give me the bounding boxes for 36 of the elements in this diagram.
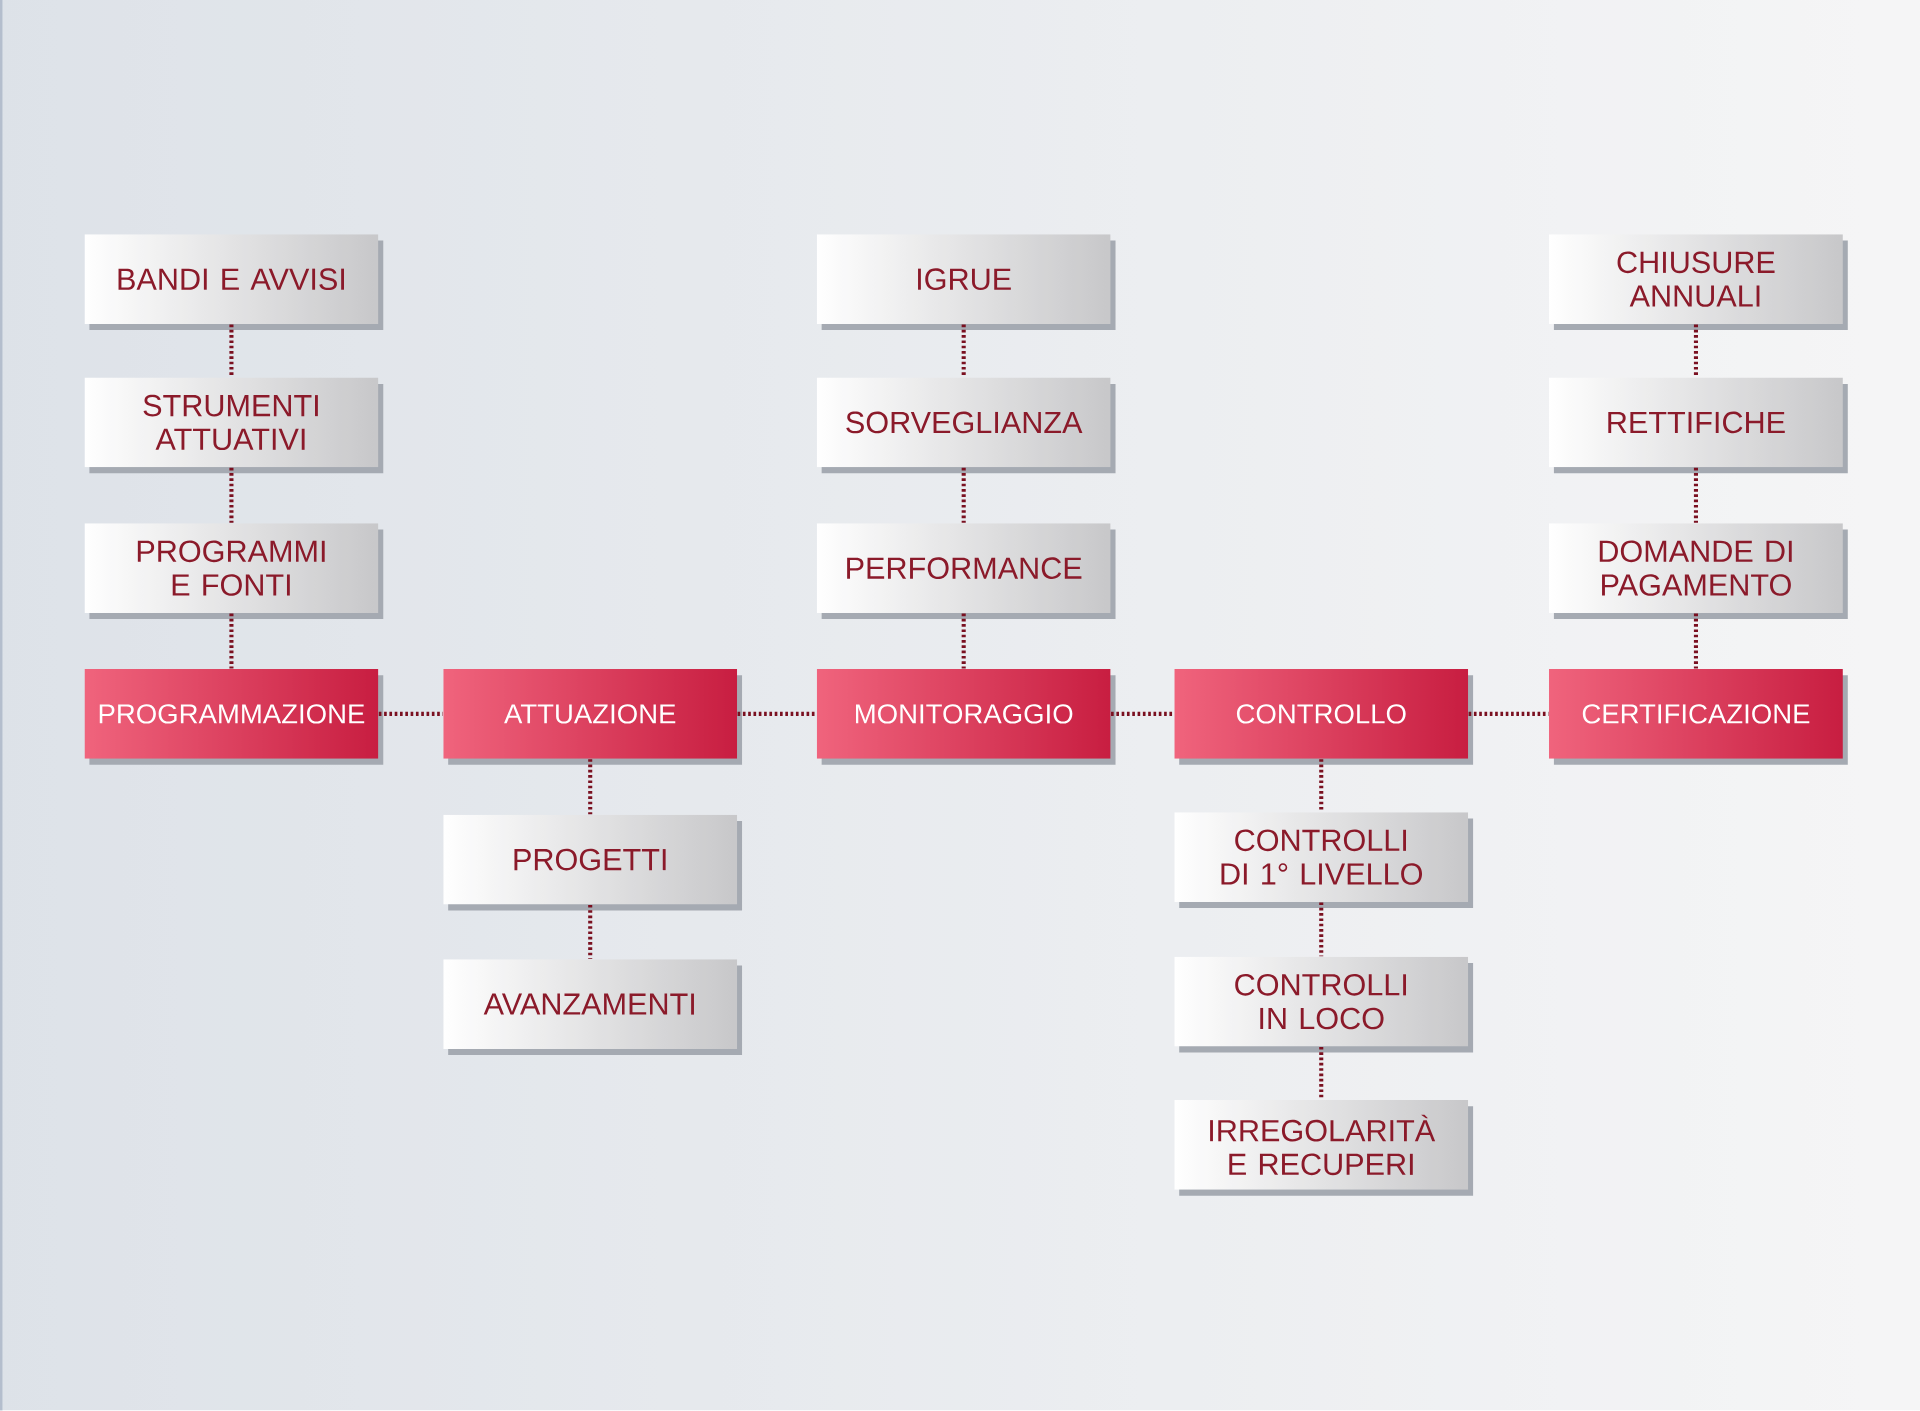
connector: [229, 613, 234, 669]
connector: [1468, 712, 1549, 717]
process-box: IGRUE: [816, 234, 1116, 331]
process-box: CHIUSURE ANNUALI: [1549, 234, 1848, 331]
connector: [1693, 324, 1698, 378]
connector: [1693, 613, 1698, 669]
process-box: RETTIFICHE: [1549, 377, 1848, 474]
stage-box: PROGRAMMAZIONE: [84, 669, 384, 765]
process-box: CONTROLLI DI 1° LIVELLO: [1174, 812, 1474, 909]
process-box: PROGRAMMI E FONTI: [84, 523, 384, 620]
process-box: IRREGOLARITÀ E RECUPERI: [1174, 1100, 1474, 1196]
connector: [588, 759, 593, 815]
stage-box: CERTIFICAZIONE: [1549, 669, 1848, 765]
process-box: STRUMENTI ATTUATIVI: [84, 377, 384, 474]
connector: [1319, 1047, 1324, 1100]
stage-box: MONITORAGGIO: [816, 669, 1116, 765]
connector: [229, 324, 234, 378]
connector: [737, 712, 817, 717]
connector: [1693, 467, 1698, 524]
connector: [961, 613, 966, 669]
connector: [1319, 759, 1324, 813]
connector: [961, 324, 966, 378]
process-box: SORVEGLIANZA: [816, 377, 1116, 474]
connector: [1111, 712, 1174, 717]
process-box: PERFORMANCE: [816, 523, 1116, 620]
process-box: PROGETTI: [443, 814, 743, 911]
connector: [229, 467, 234, 524]
stage-box: CONTROLLO: [1174, 669, 1474, 765]
stage-box: ATTUAZIONE: [443, 669, 743, 765]
process-box: DOMANDE DI PAGAMENTO: [1549, 523, 1848, 620]
process-box: AVANZAMENTI: [443, 959, 743, 1056]
connector: [378, 712, 443, 717]
connector: [588, 905, 593, 959]
connector: [961, 467, 966, 524]
process-box: BANDI E AVVISI: [84, 234, 384, 331]
process-box: CONTROLLI IN LOCO: [1174, 956, 1474, 1053]
